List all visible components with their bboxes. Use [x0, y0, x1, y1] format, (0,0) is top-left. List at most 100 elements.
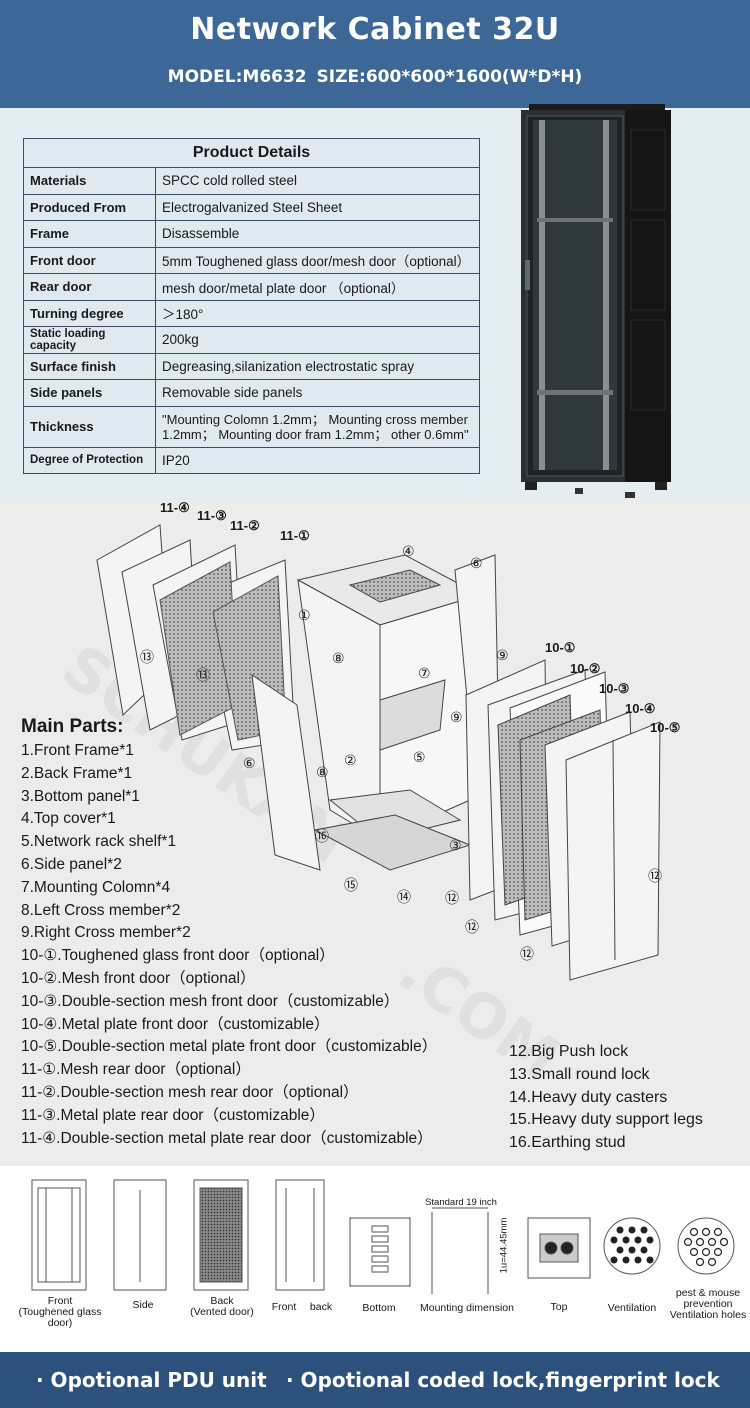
label-front-door-4: 10-④	[625, 701, 655, 716]
spec-key: Produced From	[23, 193, 156, 221]
callout-9: ⑨	[496, 648, 509, 664]
view-label-front-back-back: back	[309, 1301, 333, 1313]
callout-9: ⑨	[450, 710, 463, 726]
spec-key: Rear door	[23, 273, 156, 301]
spec-value: mesh door/metal plate door （optional）	[155, 273, 480, 301]
list-item: 9.Right Cross member*2	[21, 924, 191, 942]
callout-2: ②	[344, 753, 357, 769]
list-item: 12.Big Push lock	[509, 1043, 629, 1060]
list-item: 8.Left Cross member*2	[21, 901, 181, 919]
spec-value: "Mounting Colomn 1.2mm； Mounting cross m…	[155, 405, 480, 448]
view-label-top: Top	[550, 1301, 568, 1313]
callout-12: ⑫	[520, 947, 534, 963]
views-drawings	[31, 1179, 735, 1294]
list-item: 3.Bottom panel*1	[21, 787, 140, 805]
spec-key: Surface finish	[23, 352, 156, 380]
label-front-door-2: 10-②	[570, 661, 600, 676]
label-rear-door-3: 11-③	[197, 508, 227, 523]
callout-6: ⑥	[470, 556, 483, 572]
view-label-back: Back (Vented door)	[190, 1295, 254, 1318]
table-heading: Product Details	[23, 138, 480, 168]
model-size-subtitle: MODEL:M6632 SIZE:600*600*1600(W*D*H)	[167, 67, 583, 87]
cabinet-photo	[521, 104, 671, 498]
list-item: 11-④.Double-section metal plate rear doo…	[21, 1129, 433, 1147]
list-item: 4.Top cover*1	[21, 810, 116, 828]
exploded-diagram: 11-④ 11-③ 11-② 11-① 10-① 10-② 10-③ 10-④ …	[96, 500, 680, 981]
footer-banner: · Opotional PDU unit · Opotional coded l…	[0, 1352, 750, 1408]
spec-key: Front door	[23, 246, 156, 274]
callout-16: ⑯	[315, 829, 329, 845]
view-label-u-height: 1u=44.45mm	[498, 1217, 510, 1274]
view-label-pest: pest & mouse prevention Ventilation hole…	[669, 1287, 747, 1321]
list-item: 11-②.Double-section mesh rear door（optio…	[21, 1083, 359, 1101]
list-item: 16.Earthing stud	[509, 1134, 626, 1152]
list-item: 11-①.Mesh rear door（optional）	[21, 1061, 251, 1079]
spec-value: IP20	[155, 446, 480, 474]
callout-4: ④	[402, 544, 415, 560]
list-item: 11-③.Metal plate rear door（customizable）	[21, 1106, 325, 1124]
label-front-door-5: 10-⑤	[650, 720, 680, 735]
view-label-bottom: Bottom	[362, 1302, 396, 1314]
list-item: 7.Mounting Colomn*4	[21, 878, 171, 896]
footer-lock: · Opotional coded lock,fingerprint lock	[286, 1368, 720, 1392]
list-item: 10-④.Metal plate front door（customizable…	[21, 1015, 330, 1033]
table-row: Turning degree＞180°	[23, 299, 480, 327]
view-label-standard: Standard 19 inch	[425, 1197, 497, 1208]
spec-key: Materials	[23, 167, 156, 195]
list-item: 10-③.Double-section mesh front door（cust…	[21, 992, 400, 1010]
spec-value: Removable side panels	[155, 379, 480, 407]
header-banner: Network Cabinet 32U MODEL:M6632 SIZE:600…	[0, 0, 750, 108]
spec-key: Degree of Protection	[23, 446, 156, 474]
accessory-parts-list: 12.Big Push lock 13.Small round lock 14.…	[509, 1041, 703, 1155]
callout-7: ⑦	[418, 666, 431, 682]
view-label-ventilation: Ventilation	[607, 1302, 657, 1314]
list-item: 14.Heavy duty casters	[509, 1088, 668, 1106]
spec-value: 200kg	[155, 326, 480, 354]
footer-pdu: · Opotional PDU unit	[36, 1368, 267, 1392]
spec-key: Thickness	[23, 405, 156, 448]
callout-3: ③	[449, 838, 462, 854]
view-label-front: Front (Toughened glass door)	[18, 1295, 102, 1329]
list-item: 13.Small round lock	[509, 1065, 650, 1083]
callout-12: ⑫	[445, 891, 459, 907]
callout-12: ⑫	[465, 920, 479, 936]
list-item: 1.Front Frame*1	[21, 742, 134, 759]
label-front-door-1: 10-①	[545, 640, 575, 655]
spec-value: ＞180°	[155, 299, 480, 327]
callout-14: ⑭	[397, 890, 411, 906]
callout-8: ⑧	[332, 651, 345, 667]
spec-value: 5mm Toughened glass door/mesh door（optio…	[155, 246, 480, 274]
label-rear-door-4: 11-④	[160, 500, 190, 515]
callout-13: ⑬	[140, 650, 154, 666]
view-label-side: Side	[132, 1299, 154, 1311]
callout-12: ⑫	[648, 869, 662, 885]
spec-key: Frame	[23, 220, 156, 248]
callout-13: ⑬	[196, 668, 210, 684]
spec-key: Static loading capacity	[23, 326, 156, 354]
list-item: 6.Side panel*2	[21, 855, 122, 873]
label-rear-door-1: 11-①	[280, 528, 310, 543]
view-label-front-back-front: Front	[271, 1301, 297, 1313]
page-title: Network Cabinet 32U	[190, 12, 560, 47]
view-label-mounting: Mounting dimension	[420, 1302, 514, 1314]
callout-15: ⑮	[344, 878, 358, 894]
main-parts-title: Main Parts:	[21, 716, 124, 737]
list-item: 10-②.Mesh front door（optional）	[21, 969, 256, 987]
main-parts-list: 1.Front Frame*1 2.Back Frame*1 3.Bottom …	[21, 740, 437, 1150]
spec-key: Turning degree	[23, 299, 156, 327]
spec-key: Side panels	[23, 379, 156, 407]
label-front-door-3: 10-③	[599, 681, 629, 696]
spec-value: SPCC cold rolled steel	[155, 167, 480, 195]
label-rear-door-2: 11-②	[230, 518, 260, 533]
list-item: 10-①.Toughened glass front door（optional…	[21, 947, 335, 965]
list-item: 15.Heavy duty support legs	[509, 1111, 703, 1129]
